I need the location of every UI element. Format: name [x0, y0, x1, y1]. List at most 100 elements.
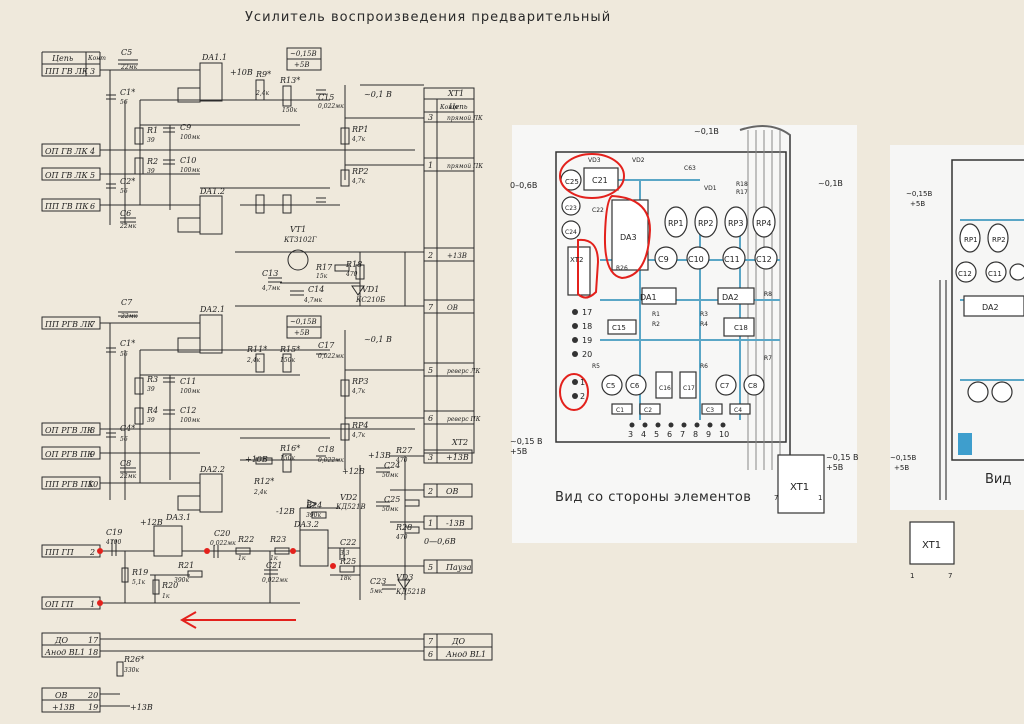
pcb-top-label: ~0,1В	[694, 127, 719, 136]
pcb-photo-panel-2	[890, 145, 1024, 510]
svg-text:C18: C18	[734, 324, 748, 332]
svg-text:39: 39	[147, 168, 155, 175]
pcb-left-label: 0–0,6В	[510, 181, 537, 190]
svg-text:VD2: VD2	[632, 157, 645, 164]
svg-text:C9: C9	[658, 255, 669, 264]
svg-text:RP4: RP4	[756, 219, 771, 228]
svg-text:C9: C9	[180, 123, 191, 132]
svg-text:50мк: 50мк	[382, 472, 399, 479]
svg-text:C1: C1	[616, 407, 624, 414]
chip-da1-2	[199, 195, 223, 235]
svg-text:ДО: ДО	[451, 637, 466, 646]
svg-text:C13: C13	[262, 269, 278, 278]
svg-text:DA3.2: DA3.2	[293, 520, 319, 529]
svg-text:1: 1	[580, 378, 585, 387]
svg-text:R26*: R26*	[123, 655, 144, 664]
svg-text:390к: 390к	[306, 512, 321, 519]
svg-text:реверс ПК: реверс ПК	[447, 416, 481, 423]
svg-text:R25: R25	[339, 557, 356, 566]
input-label-12: Анод BL1	[44, 648, 85, 657]
svg-text:C4*: C4*	[120, 424, 135, 433]
svg-text:18: 18	[582, 322, 592, 331]
svg-text:6: 6	[428, 650, 433, 659]
svg-text:~0,15 В: ~0,15 В	[826, 453, 859, 462]
input-pin-7: 9	[90, 450, 95, 459]
svg-text:~0,15В: ~0,15В	[290, 318, 317, 326]
input-pin-5: 7	[90, 320, 96, 329]
svg-text:R4: R4	[146, 406, 158, 415]
pcb2-outline	[951, 159, 1024, 461]
svg-text:2,4к: 2,4к	[246, 357, 261, 364]
svg-text:Цепь: Цепь	[449, 103, 468, 111]
svg-text:+5В: +5В	[510, 447, 527, 456]
svg-text:C10: C10	[180, 156, 196, 165]
svg-text:+12В: +12В	[342, 467, 365, 476]
svg-text:C21: C21	[592, 176, 608, 185]
svg-text:C1*: C1*	[120, 339, 135, 348]
svg-text:22мк: 22мк	[119, 473, 137, 480]
svg-text:C5: C5	[606, 382, 615, 390]
svg-text:5: 5	[654, 430, 659, 439]
svg-text:DA2: DA2	[722, 293, 739, 302]
svg-text:C16: C16	[659, 385, 671, 392]
svg-text:Анод BL1: Анод BL1	[445, 650, 486, 659]
svg-text:39: 39	[147, 386, 155, 393]
input-label-6: ОП РГВ ЛК	[45, 426, 94, 435]
svg-text:C7: C7	[121, 298, 133, 307]
svg-text:C2: C2	[644, 407, 652, 414]
svg-text:DA1.2: DA1.2	[199, 187, 225, 196]
input-label-10: ОП ГП	[45, 600, 74, 609]
svg-text:RP2: RP2	[351, 167, 369, 176]
svg-text:прямой ПК: прямой ПК	[447, 163, 483, 170]
svg-text:10: 10	[719, 430, 729, 439]
svg-text:R1: R1	[146, 126, 158, 135]
svg-text:5мк: 5мк	[370, 588, 383, 595]
svg-text:+10В: +10В	[230, 68, 253, 77]
svg-text:R21: R21	[177, 561, 194, 570]
svg-text:0,022мк: 0,022мк	[318, 457, 344, 464]
svg-text:4,7к: 4,7к	[351, 432, 366, 439]
svg-text:4,7мк: 4,7мк	[303, 297, 323, 304]
svg-text:~0,1 В: ~0,1 В	[364, 335, 392, 344]
svg-text:R1: R1	[652, 311, 660, 318]
svg-text:C20: C20	[214, 529, 230, 538]
svg-text:RP1: RP1	[668, 219, 683, 228]
svg-text:390к: 390к	[174, 577, 189, 584]
input-label-11: ДО	[54, 636, 69, 645]
svg-text:3: 3	[428, 453, 433, 462]
svg-text:330к: 330к	[124, 667, 139, 674]
input-label-3: ОП ГВ ЛК	[45, 171, 88, 180]
svg-text:22мк: 22мк	[120, 313, 138, 320]
svg-text:DA1.1: DA1.1	[201, 53, 227, 62]
svg-text:+13В: +13В	[447, 252, 467, 260]
svg-text:C15: C15	[612, 324, 626, 332]
svg-text:2,4к: 2,4к	[253, 489, 268, 496]
svg-text:C63: C63	[684, 165, 696, 172]
svg-text:56: 56	[120, 99, 128, 106]
svg-text:5: 5	[428, 563, 433, 572]
svg-text:RP3: RP3	[728, 219, 743, 228]
svg-text:R18: R18	[736, 181, 748, 188]
input-pin-6: 8	[90, 426, 95, 435]
input-pin-11: 17	[88, 636, 99, 645]
svg-text:7: 7	[948, 572, 952, 580]
svg-text:C25: C25	[565, 178, 579, 186]
svg-text:8: 8	[693, 430, 698, 439]
svg-text:ОВ: ОВ	[447, 304, 458, 312]
svg-text:3: 3	[428, 113, 433, 122]
svg-text:реверс ЛК: реверс ЛК	[447, 368, 481, 375]
svg-text:DA3: DA3	[620, 233, 637, 242]
svg-text:RP1: RP1	[351, 125, 369, 134]
xt1-block	[423, 87, 475, 454]
input-pin-12: 18	[88, 648, 98, 657]
svg-text:+13В: +13В	[446, 453, 469, 462]
svg-text:100мк: 100мк	[180, 167, 200, 174]
svg-text:~0,15В: ~0,15В	[906, 190, 932, 198]
red-annotations	[179, 153, 652, 629]
input-label-8: ПП РГВ ПК	[44, 480, 95, 489]
svg-text:VD1: VD1	[704, 185, 717, 192]
svg-text:DA1: DA1	[640, 293, 657, 302]
